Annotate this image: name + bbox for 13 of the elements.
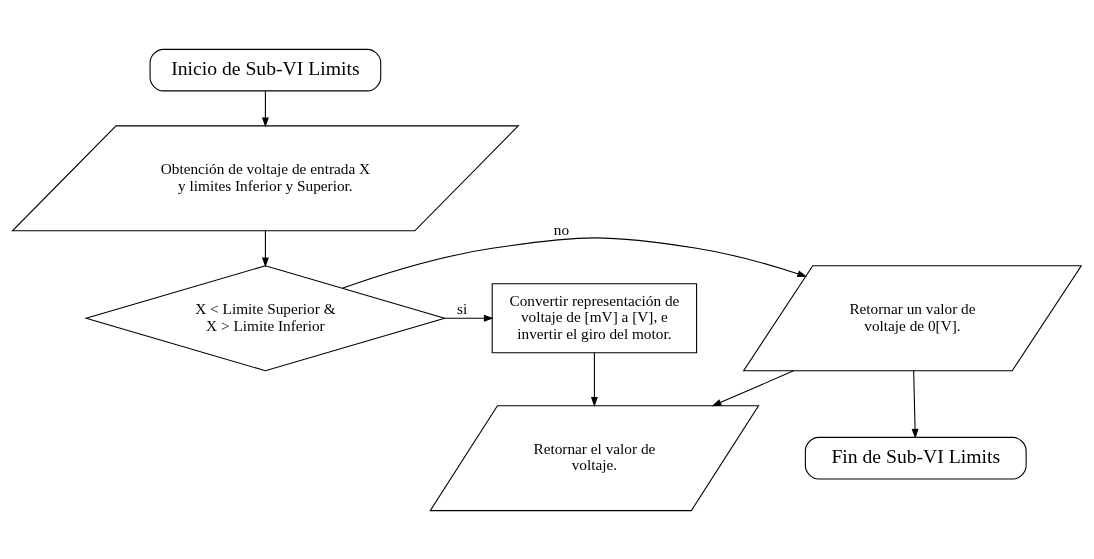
node-box: Convertir representación de voltaje de [mV] a [V], e invertir el giro del motor.: [491, 282, 698, 353]
arrow: [911, 370, 919, 439]
node-diamond: X < Limite Superior & X > Limite Inferior: [84, 264, 447, 371]
arrow: [261, 90, 269, 127]
edge-label: si: [457, 299, 468, 317]
node-box: Fin de Sub-VI Limits: [804, 436, 1027, 479]
arrow: [261, 230, 269, 267]
node-box: Inicio de Sub-VI Limits: [149, 48, 382, 91]
arrow: [444, 314, 494, 322]
arrow: [590, 351, 598, 407]
arrow: [711, 369, 795, 406]
edge-label: no: [553, 220, 570, 238]
arrow: [341, 236, 808, 289]
